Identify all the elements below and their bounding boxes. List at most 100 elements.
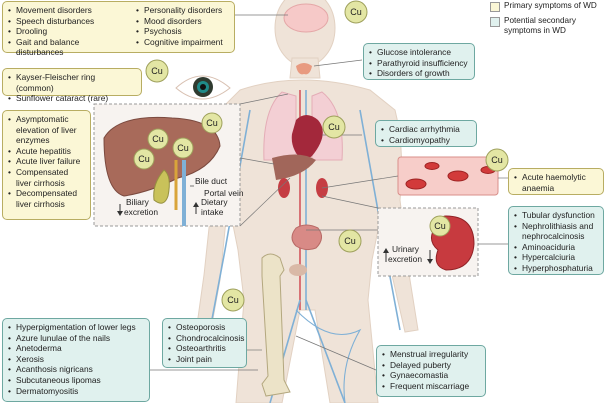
symptom-item: Nephrolithiasis and nephrocalcinosis — [514, 221, 597, 242]
symptom-item: Compensated liver cirrhosis — [8, 167, 84, 188]
reproductive-symptoms-box: Menstrual irregularity Delayed puberty G… — [376, 345, 486, 397]
symptom-item: Osteoarthritis — [168, 343, 240, 354]
symptom-item: Drooling — [8, 26, 126, 37]
cu-label-liver-4: Cu — [206, 118, 218, 128]
eye-illustration — [175, 75, 231, 100]
symptom-item: Cognitive impairment — [136, 37, 223, 48]
symptom-item: Cardiomyopathy — [381, 135, 470, 146]
symptom-item: Movement disorders — [8, 5, 126, 16]
cu-label-blood: Cu — [491, 155, 503, 165]
symptom-item: Personality disorders — [136, 5, 223, 16]
portal-vein-label: Portal vein — [204, 188, 244, 198]
skin-symptoms-box: Hyperpigmentation of lower legs Azure lu… — [2, 318, 150, 402]
body-joint-illustration — [289, 264, 307, 276]
legend-secondary-label: Potential secondary symptoms in WD — [504, 16, 576, 35]
dietary-intake-label-1: Dietary — [201, 197, 228, 207]
cu-marker-liver-3 — [133, 148, 155, 170]
symptom-item: Sunflower cataract (rare) — [8, 93, 135, 104]
cu-marker-blood — [485, 148, 509, 172]
kidney-symptoms-box: Tubular dysfunction Nephrolithiasis and … — [508, 206, 604, 275]
large-liver-illustration — [103, 116, 221, 197]
symptom-item: Parathyroid insufficiency — [369, 58, 468, 69]
symptom-item: Disorders of growth — [369, 68, 468, 79]
cu-label-liver-2: Cu — [177, 143, 189, 153]
eye-symptoms-box: Kayser-Fleischer ring (common) Sunflower… — [2, 68, 142, 103]
symptom-item: Gynaecomastia — [382, 370, 479, 381]
biliary-excretion-label-1: Biliary — [126, 197, 150, 207]
bone-symptoms-box: Osteoporosis Chondrocalcinosis Osteoarth… — [162, 318, 247, 368]
cu-label-liver-3: Cu — [138, 154, 150, 164]
symptom-item: Aminoaciduria — [514, 242, 597, 253]
brain-symptoms-box: Movement disorders Speech disturbances D… — [2, 1, 235, 57]
cu-marker-brain — [344, 0, 368, 24]
symptom-item: Xerosis — [8, 354, 143, 365]
cu-label-eye: Cu — [151, 66, 163, 76]
legend-primary: Primary symptoms of WD — [490, 1, 604, 12]
cu-marker-liver-1 — [147, 128, 169, 150]
reproductive-organs-illustration — [291, 224, 322, 251]
cu-marker-heart — [322, 115, 346, 139]
symptom-item: Cardiac arrhythmia — [381, 124, 470, 135]
legend-secondary-swatch — [490, 17, 500, 27]
cu-marker-kidney-2 — [429, 215, 451, 237]
brain-illustration — [283, 3, 329, 33]
thyroid-illustration — [296, 63, 312, 75]
symptom-item: Asymptomatic elevation of liver enzymes — [8, 114, 84, 146]
symptom-item: Tubular dysfunction — [514, 210, 597, 221]
body-kidney-left — [278, 178, 290, 198]
blood-symptoms-box: Acute haemolytic anaemia — [508, 168, 604, 195]
symptom-item: Kayser-Fleischer ring (common) — [8, 72, 135, 93]
symptom-item: Azure lunulae of the nails — [8, 333, 143, 344]
femur-illustration — [261, 253, 291, 397]
symptom-item: Acute hepatitis — [8, 146, 84, 157]
brain-symptoms-col-2: Personality disorders Mood disorders Psy… — [136, 5, 223, 58]
cu-label-bone: Cu — [227, 295, 239, 305]
symptom-item: Acanthosis nigricans — [8, 364, 143, 375]
liver-symptoms-box: Asymptomatic elevation of liver enzymes … — [2, 110, 91, 220]
cu-marker-liver-2 — [172, 137, 194, 159]
connector-lines — [150, 14, 508, 371]
cu-label-kidney-1: Cu — [344, 236, 356, 246]
symptom-item: Frequent miscarriage — [382, 381, 479, 392]
symptom-item: Acute liver failure — [8, 156, 84, 167]
cu-marker-bone — [221, 288, 245, 312]
heart-symptoms-box: Cardiac arrhythmia Cardiomyopathy — [375, 120, 477, 147]
symptom-item: Decompensated liver cirrhosis — [8, 188, 84, 209]
symptom-item: Hypercalciuria — [514, 252, 597, 263]
symptom-item: Gait and balance disturbances — [8, 37, 126, 58]
heart-illustration — [291, 115, 323, 162]
cu-label-liver-1: Cu — [152, 134, 164, 144]
symptom-item: Mood disorders — [136, 16, 223, 27]
symptom-item: Osteoporosis — [168, 322, 240, 333]
symptom-item: Speech disturbances — [8, 16, 126, 27]
symptom-item: Subcutaneous lipomas — [8, 375, 143, 386]
symptom-item: Glucose intolerance — [369, 47, 468, 58]
brain-symptoms-col-1: Movement disorders Speech disturbances D… — [8, 5, 126, 58]
legend: Primary symptoms of WD Potential seconda… — [490, 1, 604, 67]
symptom-item: Anetoderma — [8, 343, 143, 354]
symptom-item: Joint pain — [168, 354, 240, 365]
bile-duct-label: Bile duct — [195, 176, 228, 186]
dietary-intake-label-2: intake — [201, 207, 224, 217]
cu-label-heart: Cu — [328, 122, 340, 132]
legend-secondary: Potential secondary symptoms in WD — [490, 16, 604, 36]
symptom-item: Psychosis — [136, 26, 223, 37]
liver-panel-labels: Bile duct Portal vein Biliary excretion … — [124, 176, 422, 264]
symptom-item: Hyperpigmentation of lower legs — [8, 322, 143, 333]
symptom-item: Chondrocalcinosis — [168, 333, 244, 344]
biliary-excretion-label-2: excretion — [124, 207, 158, 217]
symptom-item: Hyperphosphaturia — [514, 263, 597, 274]
urinary-excretion-label-1: Urinary — [392, 244, 420, 254]
urinary-excretion-label-2: excretion — [388, 254, 422, 264]
cu-label-kidney-2: Cu — [434, 221, 446, 231]
symptom-item: Dermatomyositis — [8, 386, 143, 397]
gallbladder-illustration — [153, 169, 170, 204]
symptom-item: Menstrual irregularity — [382, 349, 479, 360]
legend-primary-label: Primary symptoms of WD — [504, 1, 597, 10]
copper-marker-labels: Cu Cu Cu Cu Cu Cu Cu Cu Cu Cu Cu — [138, 7, 503, 305]
symptom-item: Delayed puberty — [382, 360, 479, 371]
cu-marker-liver-4 — [201, 112, 223, 134]
cu-marker-kidney-1 — [338, 229, 362, 253]
